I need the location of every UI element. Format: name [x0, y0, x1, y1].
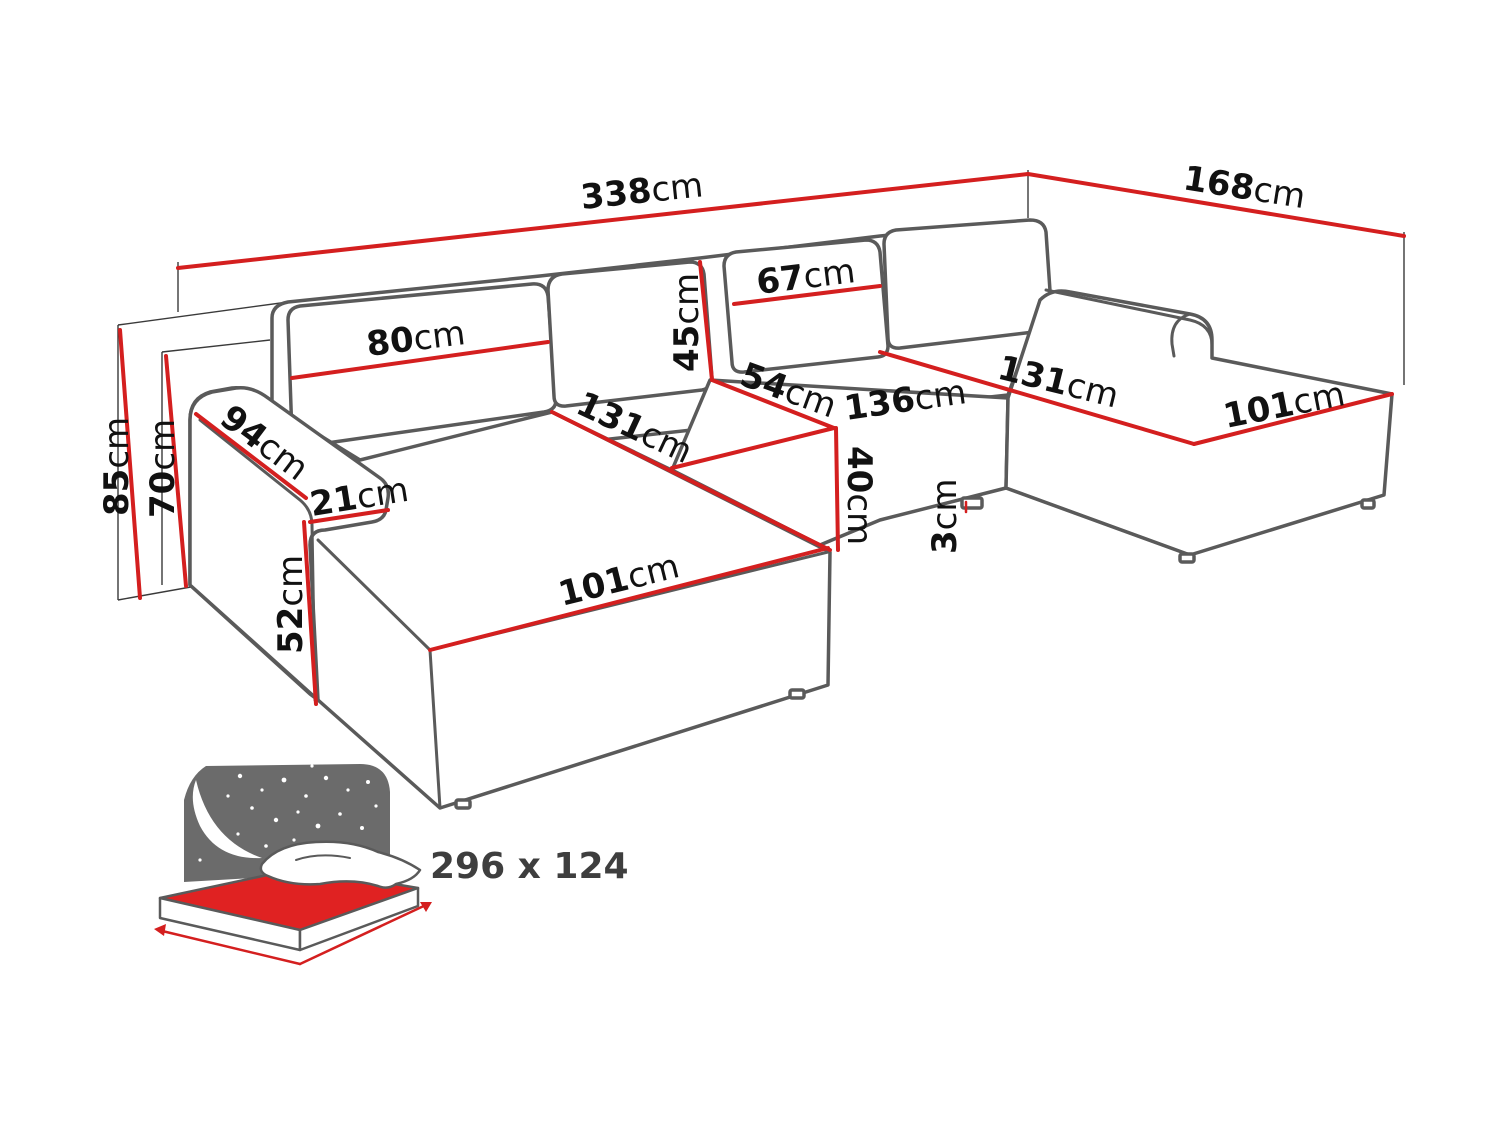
- label-total-height: 85cm: [97, 417, 137, 516]
- label-total-width: 338cm: [579, 165, 705, 218]
- armrest: [188, 385, 391, 702]
- sofa-drawing: [188, 218, 1394, 810]
- dim-line-70: [164, 354, 188, 588]
- label-leg-height: 3cm: [925, 479, 965, 555]
- dim-line-131-right: [878, 350, 1196, 446]
- leg-left-back: [788, 688, 806, 700]
- dim-line-131-left: [550, 410, 832, 552]
- dim-line-40: [834, 426, 840, 552]
- bed-with-night-sky-icon: [154, 764, 432, 966]
- mattress-side-right: [298, 886, 420, 952]
- label-arm-height: 52cm: [271, 555, 311, 654]
- pillow-icon: [259, 840, 422, 889]
- label-seat-height: 40cm: [839, 446, 879, 545]
- guide-lines: [117, 170, 1405, 601]
- dim-line-45: [698, 260, 714, 382]
- dim-line-101-left: [428, 546, 830, 652]
- dim-line-21: [308, 508, 390, 524]
- dim-line-94: [194, 412, 308, 500]
- label-mid-cushion-height: 45cm: [667, 273, 707, 372]
- leg-left-front: [454, 798, 472, 810]
- label-right-cushion-width: 67cm: [754, 251, 857, 303]
- dim-line-85: [118, 328, 142, 600]
- bed-width-arrow: [156, 928, 302, 966]
- stars: [198, 764, 378, 862]
- dim-line-80: [290, 340, 550, 380]
- dim-line-338: [176, 172, 1030, 270]
- label-back-height: 70cm: [143, 419, 183, 518]
- back-cushion-3: [722, 238, 890, 374]
- moon-icon: [192, 780, 262, 859]
- label-middle-seat-width: 136cm: [842, 372, 969, 429]
- sleeping-area-label: 296 x 124: [430, 846, 629, 887]
- leg-right-back: [1360, 498, 1376, 510]
- dim-line-67: [732, 284, 882, 306]
- label-armrest-width: 21cm: [307, 470, 411, 525]
- leg-right: [1178, 552, 1196, 564]
- label-right-depth: 168cm: [1181, 158, 1309, 217]
- dim-line-136: [670, 426, 836, 470]
- dim-line-54: [710, 378, 836, 430]
- dimension-lines: [118, 172, 1406, 706]
- bed-depth-arrow: [298, 902, 430, 966]
- right-chaise: [1004, 289, 1394, 557]
- dim-line-101-right: [1192, 392, 1394, 446]
- dim-line-168: [1026, 172, 1406, 238]
- dim-line-52: [302, 520, 318, 706]
- back-cushion-4: [882, 218, 1054, 350]
- label-back-cushion-width: 80cm: [364, 313, 467, 365]
